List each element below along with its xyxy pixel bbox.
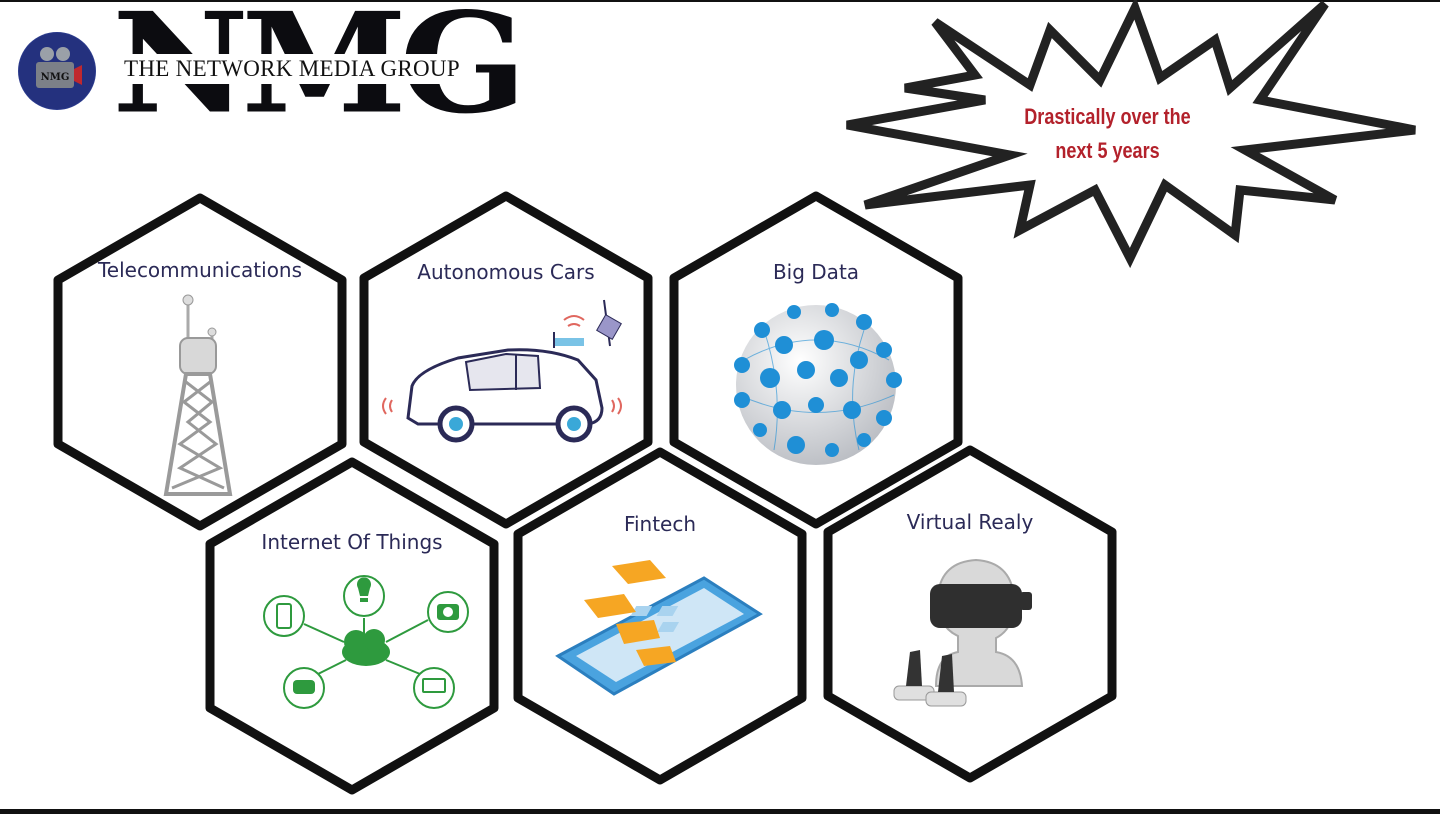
hex-label: Fintech [623,512,697,536]
starburst-callout [846,0,1416,269]
hex-label: Internet Of Things [261,530,443,554]
top-border [0,0,1440,2]
hex-label: Big Data [772,260,860,284]
iot-cloud-icon [263,575,469,709]
logo-badge: NMG [18,32,96,110]
hex-label: Autonomous Cars [417,260,595,284]
vr-headset-icon [893,558,1032,707]
svg-text:NMG: NMG [41,72,70,83]
self-driving-car-icon [382,299,622,443]
hex-big-data: Big Data [666,190,966,530]
cell-tower-icon [163,294,233,496]
hex-label: Telecommunications [97,258,303,282]
callout-text: Drastically over the next 5 years [1024,104,1191,163]
hex-telecommunications: Telecommunications [50,192,350,532]
data-globe-icon [734,303,902,465]
smartphone-icon [555,560,763,696]
hex-label: Virtual Realy [906,510,1034,534]
logo-strapline: THE NETWORK MEDIA GROUP [118,54,466,84]
hex-virtual-reality: Virtual Realy [820,444,1120,784]
hex-autonomous-cars: Autonomous Cars [356,190,656,530]
hex-border [205,457,499,795]
hex-internet-of-things: Internet Of Things [202,456,502,796]
bottom-border [0,809,1440,814]
camera-icon: NMG [19,33,95,109]
hex-fintech: Fintech [510,446,810,786]
